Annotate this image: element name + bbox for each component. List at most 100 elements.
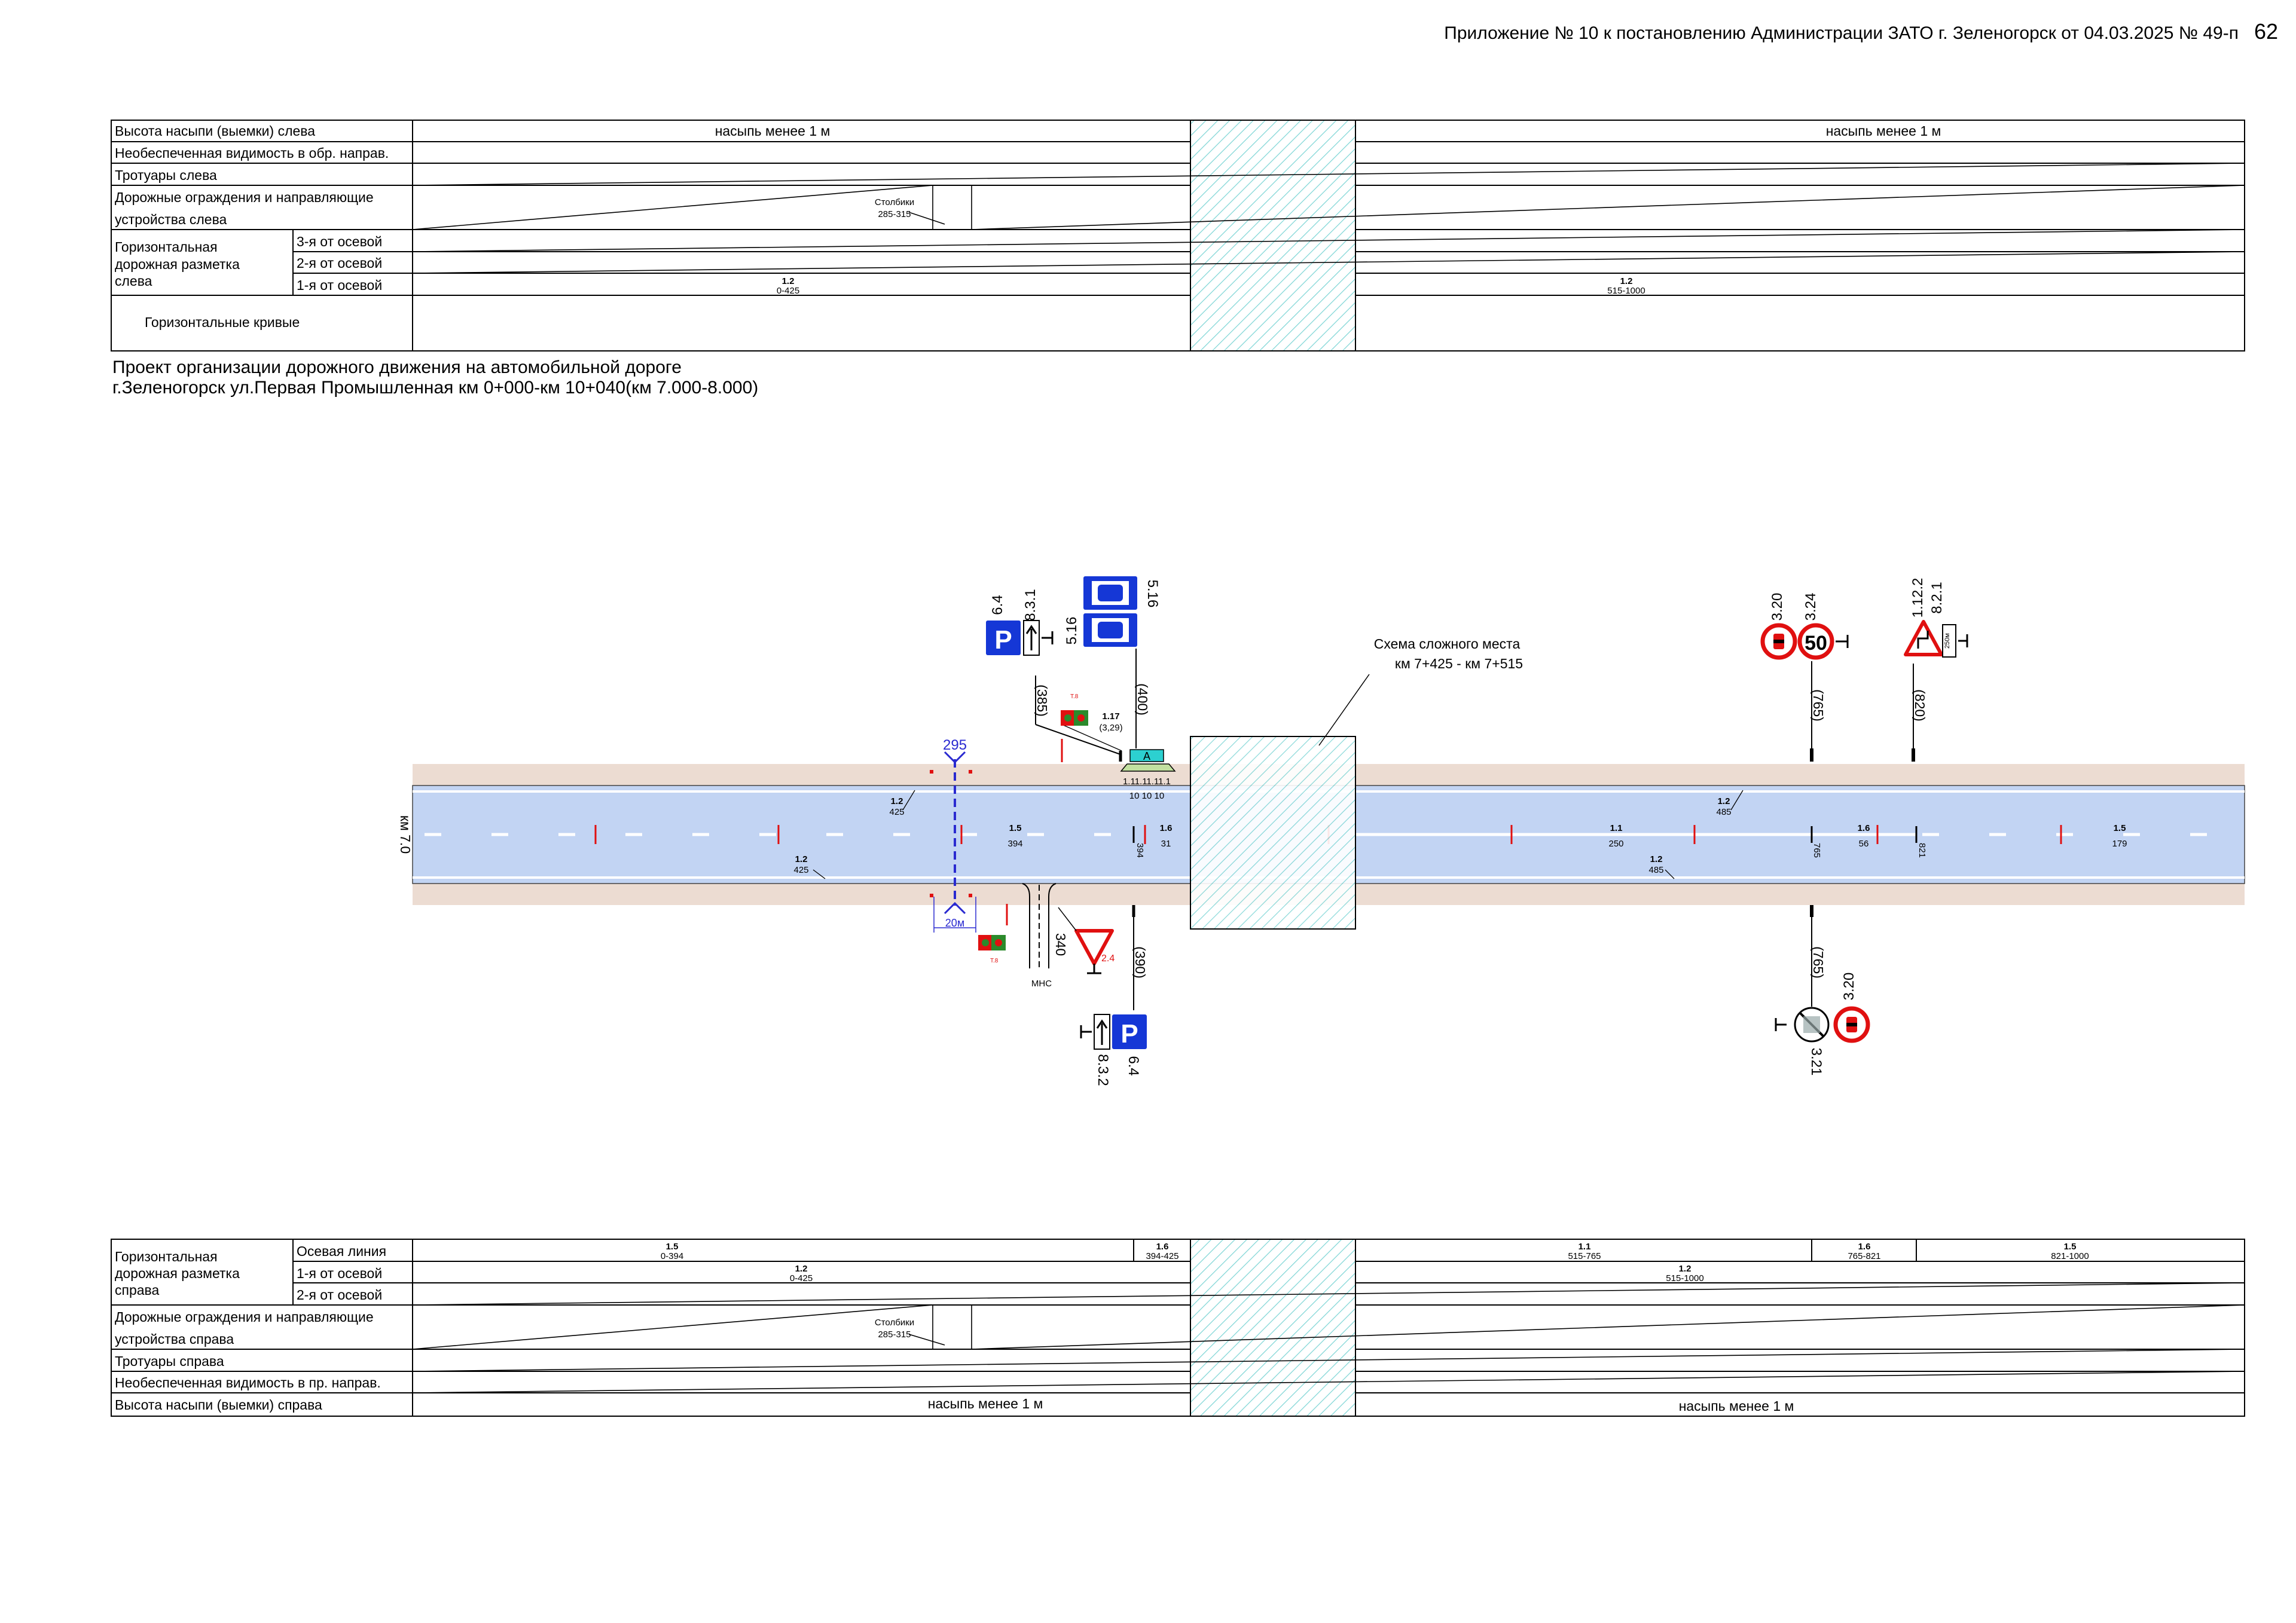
sign-group-parking-bottom: (390) P 6.4 8.3.2 (1080, 905, 1148, 1086)
parking-bottom-dist: (390) (1132, 946, 1148, 979)
axis-seg-3-code: 1.1 (1578, 1242, 1591, 1252)
mark-code-1: 1.2 (891, 796, 903, 806)
axis-seg-4-range: 765-821 (1848, 1251, 1880, 1261)
label-embankment-right: Высота насыпи (выемки) справа (115, 1397, 322, 1413)
mark-value-4: 425 (793, 865, 808, 875)
ped-light-top: T.8 (1061, 693, 1088, 762)
bus-stop-stripes: 1.11.11.11.1 (1123, 777, 1171, 787)
label-barriers-left-2: устройства слева (115, 212, 227, 227)
axis-seg-4-code: 1.6 (1858, 1242, 1871, 1252)
bus-dist: (400) (1135, 683, 1150, 716)
sign-820-dist: (820) (1912, 689, 1928, 722)
sign-765-bottom-dist: (765) (1810, 946, 1826, 979)
sign-765-code-a: 3.20 (1769, 593, 1785, 621)
vert-label-394: 394 (1135, 843, 1145, 858)
parking-left-plate-code: 8.3.1 (1022, 589, 1039, 621)
sign-820-code: 1.12.2 (1910, 578, 1926, 618)
sign-group-820: (820) 250м 1.12.2 8.2.1 (1904, 578, 1968, 762)
sign-765-bottom-code-a: 3.20 (1841, 973, 1857, 1001)
bus-stop-sub: (3,29) (1099, 723, 1122, 733)
mark-value-6: 485 (1716, 807, 1731, 817)
vert-label-765: 765 (1812, 843, 1822, 858)
top-table (111, 120, 2245, 352)
posts-label-left: Столбики (875, 197, 914, 207)
project-title: Проект организации дорожного движения на… (112, 357, 758, 398)
bus-stop: A 1.11.11.11.1 10 10 10 1.17 (3,29) (1061, 711, 1176, 801)
mark-code-7: 1.6 (1858, 823, 1870, 833)
complex-place-hatch (1190, 736, 1356, 930)
speed-limit-value: 50 (1805, 632, 1827, 655)
parking-letter-left: P (994, 625, 1012, 655)
m1-code-right-b: 1.2 (1679, 1264, 1692, 1274)
yield-sign-code: 2.4 (1101, 953, 1115, 964)
mark-code-3: 1.6 (1160, 823, 1173, 833)
axis-seg-3-range: 515-765 (1568, 1251, 1601, 1261)
parking-left-sign-code: 6.4 (990, 595, 1006, 615)
top-table-hatch (1190, 120, 1356, 352)
page-number: 62 (2254, 19, 2278, 44)
axis-black-ticks (1132, 826, 1918, 843)
posts-label-right: Столбики (875, 1318, 914, 1328)
mark-value-7: 56 (1859, 839, 1869, 849)
parking-sign-left (986, 621, 1021, 655)
km-label: км 7.0 (398, 815, 413, 854)
top-table-diagonals (412, 163, 2245, 274)
embankment-left-value-a: насыпь менее 1 м (715, 123, 831, 139)
marking-labels: 1.2 425 1.5 394 1.6 31 1.2 425 1.1 250 1… (793, 790, 2127, 879)
sign-820-plate-code: 8.2.1 (1929, 582, 1945, 613)
bottom-table (111, 1239, 2245, 1417)
junction-label: МНС (1031, 979, 1052, 989)
pedestrian-crossing: 295 20м (930, 737, 976, 933)
road-plan: км 7.0 Схема сложного места км 7+425 - к… (398, 576, 2245, 1086)
axis-seg-1-range: 0-394 (661, 1251, 683, 1261)
label-marking-1st-right: 1-я от осевой (297, 1266, 382, 1281)
mark-code-9: 1.2 (1650, 854, 1663, 864)
ped-light-bottom: T.8 (978, 904, 1008, 964)
mark-value-9: 485 (1648, 865, 1663, 875)
label-marking-left-1: Горизонтальная (115, 239, 218, 255)
bottom-table-text: Горизонтальная дорожная разметка справа … (115, 1242, 2089, 1414)
label-marking-2nd: 2-я от осевой (297, 255, 382, 271)
mark-code-8: 1.5 (2114, 823, 2126, 833)
label-visibility-forward: Необеспеченная видимость в пр. направ. (115, 1375, 381, 1390)
label-curves: Горизонтальные кривые (145, 314, 300, 330)
crossing-number: 295 (943, 737, 967, 753)
bottom-table-hatch (1190, 1239, 1356, 1417)
label-visibility-reverse: Необеспеченная видимость в обр. направ. (115, 145, 389, 161)
label-barriers-right-1: Дорожные ограждения и направляющие (115, 1309, 374, 1325)
mark-value-1: 425 (889, 807, 904, 817)
embankment-right-value-a: насыпь менее 1 м (928, 1396, 1043, 1411)
complex-label-2: км 7+425 - км 7+515 (1395, 656, 1523, 671)
label-sidewalks-left: Тротуары слева (115, 167, 217, 183)
label-marking-left-2: дорожная разметка (115, 256, 240, 272)
parking-bottom-plate-code: 8.3.2 (1095, 1054, 1111, 1086)
mark-code-4: 1.2 (795, 854, 808, 864)
embankment-left-value-b: насыпь менее 1 м (1826, 123, 1941, 139)
sign-group-parking-left: (385) P 6.4 8.3.1 (986, 589, 1122, 762)
label-marking-right-2: дорожная разметка (115, 1266, 240, 1281)
axis-seg-5-code: 1.5 (2064, 1242, 2077, 1252)
speed-limit-icon (1797, 623, 1834, 660)
parking-bottom-sign-code: 6.4 (1125, 1056, 1141, 1075)
posts-range-right: 285-315 (878, 1329, 911, 1340)
parking-sign-bottom (1112, 1014, 1147, 1049)
axis-seg-2-code: 1.6 (1156, 1242, 1169, 1252)
parking-letter-bottom: P (1120, 1019, 1138, 1049)
embankment-right-value-b: насыпь менее 1 м (1679, 1398, 1794, 1414)
ped-light-top-label: T.8 (1070, 693, 1079, 700)
label-axis: Осевая линия (297, 1243, 386, 1259)
complex-place-leader (1318, 674, 1370, 746)
label-marking-2nd-right: 2-я от осевой (297, 1287, 382, 1303)
bus-stop-code: 1.17 (1102, 711, 1119, 722)
junction-mns (1022, 883, 1057, 968)
label-barriers-left-1: Дорожные ограждения и направляющие (115, 189, 374, 205)
mark-value-2: 394 (1007, 839, 1022, 849)
label-marking-1st: 1-я от осевой (297, 277, 382, 293)
top-table-text: Высота насыпи (выемки) слева Необеспечен… (115, 123, 1941, 330)
m1-range-right-a: 0-425 (790, 1273, 813, 1283)
title-line-2: г.Зеленогорск ул.Первая Промышленная км … (112, 378, 759, 398)
distance-plate (1942, 624, 1956, 658)
distance-plate-text: 250м (1944, 633, 1951, 649)
axis-seg-2-range: 394-425 (1146, 1251, 1178, 1261)
